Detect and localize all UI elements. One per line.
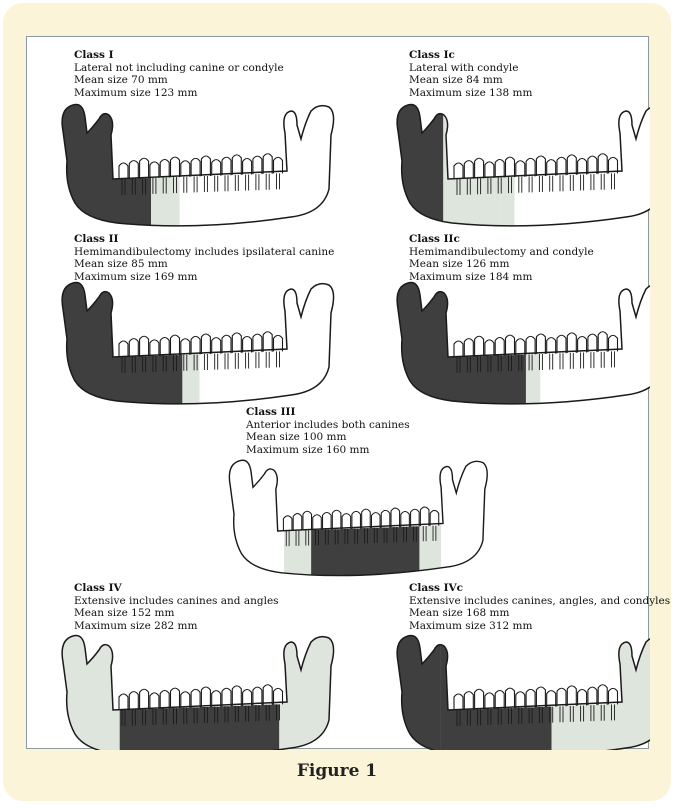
figure-card: Class I Lateral not including canine or … <box>3 3 671 801</box>
resected-region <box>440 630 551 750</box>
figure-frame: Class I Lateral not including canine or … <box>26 36 649 749</box>
class-label-3: Class IIc Hemimandibulectomy and condyle… <box>409 233 594 283</box>
mandible-figure-1 <box>392 99 650 234</box>
mandible-figure-4 <box>229 455 487 583</box>
resected-region <box>279 630 342 750</box>
mandible-figure-0 <box>57 99 334 234</box>
class-label-2: Class II Hemimandibulectomy includes ips… <box>74 233 334 283</box>
mandible-figure-3 <box>392 277 650 412</box>
class-label-5: Class IV Extensive includes canines and … <box>74 582 279 632</box>
mandible-classification-diagram <box>27 37 650 750</box>
mandible-figure-6 <box>392 630 650 750</box>
resected-region <box>392 99 443 234</box>
figure-caption: Figure 1 <box>3 761 671 781</box>
mandible-figure-2 <box>57 277 334 412</box>
resected-region <box>392 630 440 750</box>
class-label-4: Class III Anterior includes both canines… <box>246 406 410 456</box>
class-label-6: Class IVc Extensive includes canines, an… <box>409 582 670 632</box>
class-label-1: Class Ic Lateral with condyle Mean size … <box>409 49 532 99</box>
mandible-figure-5 <box>57 630 342 750</box>
class-label-0: Class I Lateral not including canine or … <box>74 49 284 99</box>
